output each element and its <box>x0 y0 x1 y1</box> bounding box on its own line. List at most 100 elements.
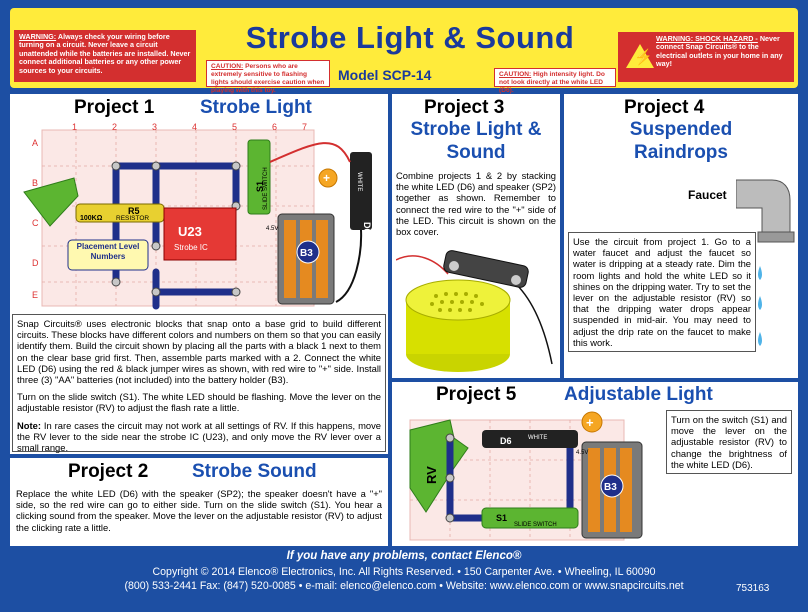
speaker-sp2 <box>405 279 511 321</box>
callout-text: Placement Level Numbers <box>76 242 140 261</box>
contact-line: (800) 533-2441 Fax: (847) 520-0085 • e-m… <box>124 580 684 592</box>
project-3-subtitle-line2: Sound <box>446 142 506 163</box>
project-1-subtitle: Strobe Light <box>200 97 312 118</box>
grid-col-label: 5 <box>232 122 237 132</box>
page-title: Strobe Light & Sound <box>245 20 575 55</box>
grid-col-label: 2 <box>112 122 117 132</box>
voltage-label: 4.5V <box>576 450 588 456</box>
project-4-subtitle-line1: Suspended <box>629 119 733 140</box>
grid-row-label: D <box>32 258 39 268</box>
project-1-paragraph: Turn on the slide switch (S1). The white… <box>17 391 381 414</box>
contact-note: If you have any problems, contact Elenco… <box>286 550 522 562</box>
grid-col-label: 1 <box>72 122 77 132</box>
project-4-text: Use the circuit from project 1. Go to a … <box>568 232 756 353</box>
header-banner: WARNING: Always check your wiring before… <box>10 8 798 94</box>
shock-hazard-box: ⚡ WARNING: SHOCK HAZARD - Never connect … <box>618 32 794 82</box>
led-label: D6 <box>500 436 512 446</box>
water-drops-icon <box>758 266 762 346</box>
rv-label: RV <box>424 466 439 484</box>
slide-switch-s1 <box>481 507 579 529</box>
model-number: Model SCP-14 <box>338 67 432 83</box>
grid-row-label: C <box>32 218 39 228</box>
u23-label: U23 <box>178 224 202 239</box>
red-jumper-wire <box>269 142 351 163</box>
r5-word: RESISTOR <box>116 215 149 222</box>
project-3-subtitle-line1: Strobe Light & <box>410 119 542 140</box>
caution-box-intensity: CAUTION: High intensity light. Do not lo… <box>494 68 616 94</box>
project-4-title: Project 4 <box>624 97 705 118</box>
placement-callout <box>67 239 149 271</box>
voltage-label: 4.5V <box>266 226 278 232</box>
slide-switch-s1 <box>247 139 271 215</box>
warning-text: Always check your wiring before turning … <box>19 32 191 75</box>
warning-label: WARNING: <box>19 32 57 41</box>
adjustable-resistor-rv <box>23 177 79 227</box>
project-5-panel: Project 5 Adjustable Light RV D6 WHITE <box>392 382 798 546</box>
caution-label: CAUTION: <box>211 63 244 70</box>
plus-marker-icon <box>581 411 603 433</box>
grid-col-label: 4 <box>192 122 197 132</box>
led-word: WHITE <box>356 172 362 191</box>
grid-col-label: 7 <box>302 122 307 132</box>
project-1-text: Snap Circuits® uses electronic blocks th… <box>12 314 386 454</box>
project-3-panel: Project 3 Strobe Light & Sound Combine p… <box>392 94 560 378</box>
grid-row-label: E <box>32 290 38 300</box>
project-1-panel: Project 1 Strobe Light 1 2 3 4 5 6 7 A B <box>10 94 388 454</box>
document-number: 753163 <box>736 583 770 594</box>
faucet-label: Faucet <box>688 188 727 202</box>
strobe-ic-u23 <box>163 207 237 261</box>
warning-box-left: WARNING: Always check your wiring before… <box>14 30 196 82</box>
project-1-note: Note: In rare cases the circuit may not … <box>17 420 381 454</box>
lightning-bolt-icon: ⚡ <box>634 49 653 66</box>
switch-label: S1 <box>255 181 265 192</box>
battery-label: B3 <box>604 482 617 493</box>
grid-col-label: 6 <box>272 122 277 132</box>
grid-row-label: A <box>32 138 38 148</box>
shock-label: WARNING: SHOCK HAZARD - <box>656 34 758 43</box>
project-1-title: Project 1 <box>74 97 155 118</box>
project-5-title: Project 5 <box>436 384 517 405</box>
r5-value: 100KΩ <box>80 215 103 222</box>
note-text: In rare cases the circuit may not work a… <box>17 419 381 454</box>
led-label: D6 <box>362 222 372 234</box>
shock-text: Never connect Snap Circuits® to the elec… <box>656 34 783 69</box>
white-led-d6 <box>350 152 372 230</box>
project-1-circuit-diagram: 1 2 3 4 5 6 7 A B C D E <box>23 122 372 310</box>
caution-label: CAUTION: <box>499 71 532 78</box>
switch-label: S1 <box>496 513 507 523</box>
faucet-icon <box>736 179 791 239</box>
u23-sub: Strobe IC <box>174 243 208 252</box>
switch-word: SLIDE SWITCH <box>514 522 557 528</box>
project-4-subtitle-line2: Raindrops <box>634 142 728 163</box>
switch-word: SLIDE SWITCH <box>263 167 269 210</box>
project-5-subtitle: Adjustable Light <box>564 384 713 405</box>
plus-marker-icon <box>318 168 338 188</box>
white-led-d6 <box>482 430 578 448</box>
project-1-paragraph: Snap Circuits® uses electronic blocks th… <box>17 318 381 386</box>
stacked-led <box>443 250 529 288</box>
copyright-line: Copyright © 2014 Elenco® Electronics, In… <box>152 566 656 578</box>
project-3-text: Combine projects 1 & 2 by stacking the w… <box>396 170 556 238</box>
project-4-panel: Project 4 Suspended Raindrops Faucet Use… <box>564 94 798 378</box>
caution-box-flashing: CAUTION: Persons who are extremely sensi… <box>206 60 330 94</box>
project-3-title: Project 3 <box>424 97 505 118</box>
caution-text: Persons who are extremely sensitive to f… <box>211 63 325 94</box>
black-jumper-wire <box>335 229 363 303</box>
faucet-illustration <box>736 179 795 346</box>
project-5-text: Turn on the switch (S1) and move the lev… <box>666 410 792 475</box>
r5-label: R5 <box>128 206 140 216</box>
caution-text: High intensity light. Do not look direct… <box>499 71 605 94</box>
project-2-text: Replace the white LED (D6) with the spea… <box>16 488 382 533</box>
battery-label: B3 <box>300 248 313 259</box>
project-2-panel: Project 2 Strobe Sound Replace the white… <box>10 458 388 546</box>
project-2-subtitle: Strobe Sound <box>192 461 317 482</box>
project-5-circuit-diagram: RV D6 WHITE + S1 SLIDE SWITCH B3 4.5V <box>409 411 643 541</box>
project-2-title: Project 2 <box>68 461 149 482</box>
plus-marker: + <box>323 171 330 185</box>
led-speaker-stack-illustration <box>396 250 553 372</box>
grid-col-label: 3 <box>152 122 157 132</box>
plus-marker: + <box>586 415 594 430</box>
hazard-triangle-icon <box>626 44 654 68</box>
note-label: Note: <box>17 419 41 431</box>
